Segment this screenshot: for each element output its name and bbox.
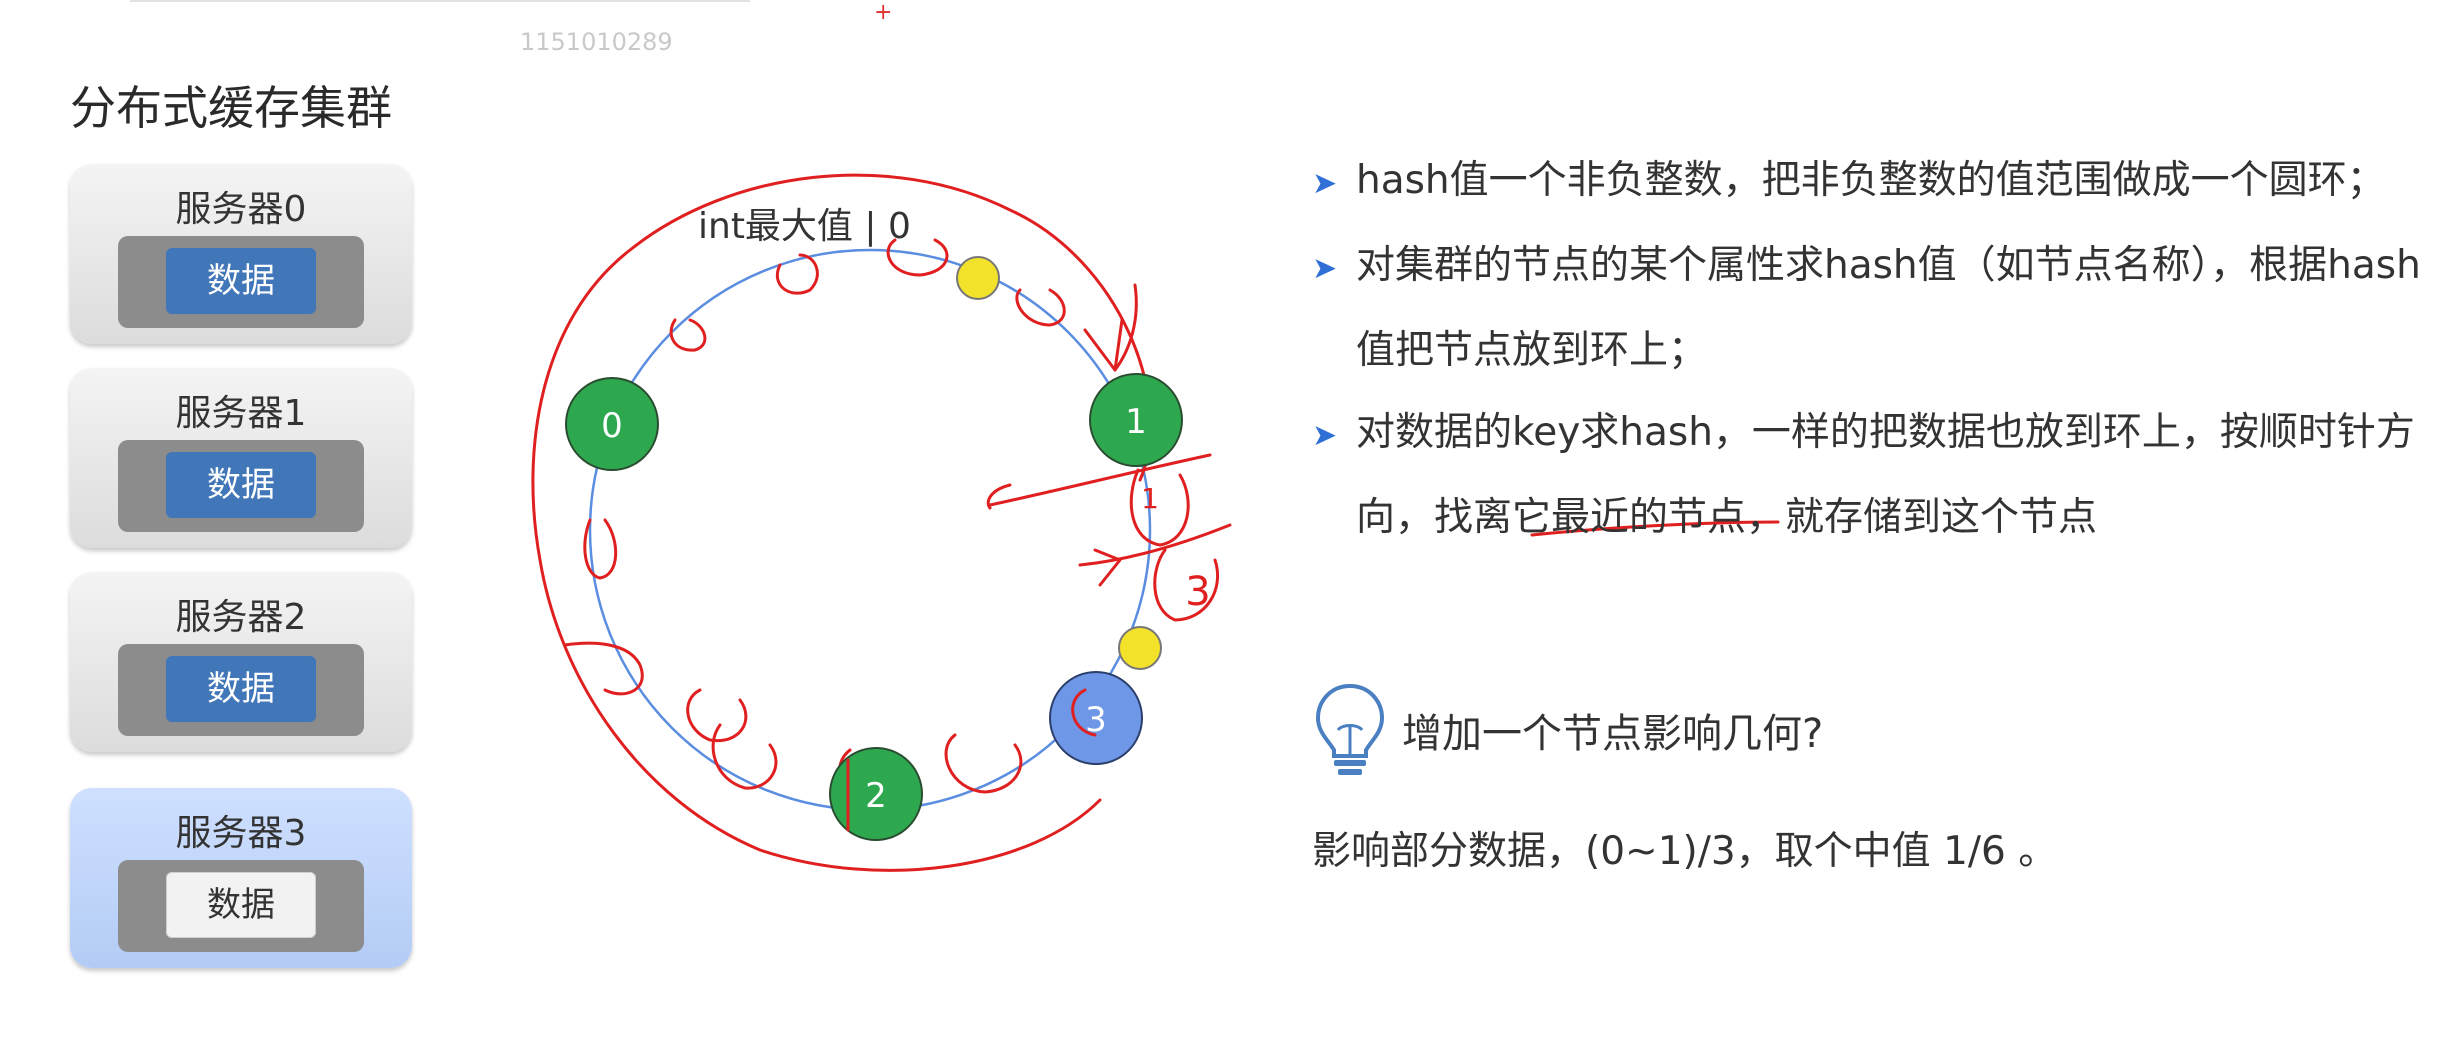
top-arrow-annotation [1113,283,1138,372]
point-loop-annotation [669,318,707,352]
data-label: 数据 [166,872,316,938]
data-label: 数据 [166,452,316,518]
answer-text: 影响部分数据，(0~1)/3，取个中值 1/6 。 [1312,829,2058,874]
cross-line-annotation [986,483,1012,510]
ring-top-label: int最大值 | 0 [698,206,911,247]
data-label: 数据 [166,656,316,722]
arrow-line-annotation [1093,548,1122,587]
server-data-box: 数据 [118,644,364,736]
explanation-text: 对集群的节点的某个属性求hash值（如节点名称），根据hash值把节点放到环上； [1356,243,2421,373]
top-arrow-annotation [1083,318,1124,372]
server-data-box: 数据 [118,860,364,952]
arrow-bullet-icon: ➤ [1312,166,1338,201]
explanation-text: hash值一个非负整数，把非负整数的值范围做成一个圆环； [1356,158,2386,203]
explanation-item: ➤ hash值一个非负整数，把非负整数的值范围做成一个圆环； [1312,140,2432,225]
red-annotations [531,173,1232,872]
explanation-item: ➤ 对数据的key求hash，一样的把数据也放到环上，按顺时针方向，找离它最近的节… [1312,392,2432,559]
point-loop-annotation [944,733,1023,794]
data-label: 数据 [166,248,316,314]
point-loop-annotation [583,518,618,580]
data-key-point [1118,626,1162,670]
point-loop-annotation [686,688,748,743]
top-divider [130,0,750,2]
key-hash-underline [1530,520,1780,537]
server-card-1[interactable]: 服务器1 数据 [70,368,412,548]
page-title: 分布式缓存集群 [70,81,392,135]
annotation-digit: 1 [1141,482,1159,515]
plus-mark-icon: + [874,0,893,25]
point-loop-annotation [1015,288,1066,327]
server-name: 服务器1 [175,393,307,434]
point-loop-annotation [711,723,778,790]
question-text: 增加一个节点影响几何? [1402,711,1824,757]
arrow-line-annotation [1078,523,1232,567]
point-loop-annotation [775,253,819,295]
server-card-2[interactable]: 服务器2 数据 [70,572,412,752]
node-label: 2 [865,776,887,816]
point-loop-annotation [886,238,949,277]
node-label: 3 [1085,700,1107,740]
point-loop-annotation [1153,548,1220,622]
ring-node-0: 0 [565,377,659,471]
ring-node-3: 3 [1049,671,1143,765]
server-name: 服务器0 [175,189,307,230]
server-card-0[interactable]: 服务器0 数据 [70,164,412,344]
arrow-bullet-icon: ➤ [1312,251,1338,286]
explanation-list: ➤ hash值一个非负整数，把非负整数的值范围做成一个圆环； ➤ 对集群的节点的某个… [1312,140,2432,559]
cross-line-annotation [988,453,1212,507]
data-key-point [956,256,1000,300]
server-data-box: 数据 [118,440,364,532]
point-loop-annotation [1129,468,1190,547]
server-name: 服务器2 [175,597,307,638]
watermark: 1151010289 [520,28,673,56]
explanation-text: 对数据的key求hash，一样的把数据也放到环上，按顺时针方向，找离它最近的节点… [1356,410,2415,540]
outer-arc-annotation [531,173,1152,872]
node-mark-annotation [1071,688,1097,737]
annotation-digit: 3 [1185,569,1210,615]
point-loop-annotation [563,641,644,696]
lightbulb-icon [1315,683,1385,775]
server-data-box: 数据 [118,236,364,328]
explanation-item: ➤ 对集群的节点的某个属性求hash值（如节点名称），根据hash值把节点放到环上… [1312,225,2432,392]
server-card-3[interactable]: 服务器3 数据 [70,788,412,968]
node-label: 1 [1125,402,1147,442]
node-label: 0 [601,406,623,446]
ring-node-2: 2 [829,747,923,841]
server-name: 服务器3 [175,813,307,854]
ring-node-1: 1 [1089,373,1183,467]
arrow-bullet-icon: ➤ [1312,418,1338,453]
question-row: 增加一个节点影响几何? [1312,680,1823,780]
